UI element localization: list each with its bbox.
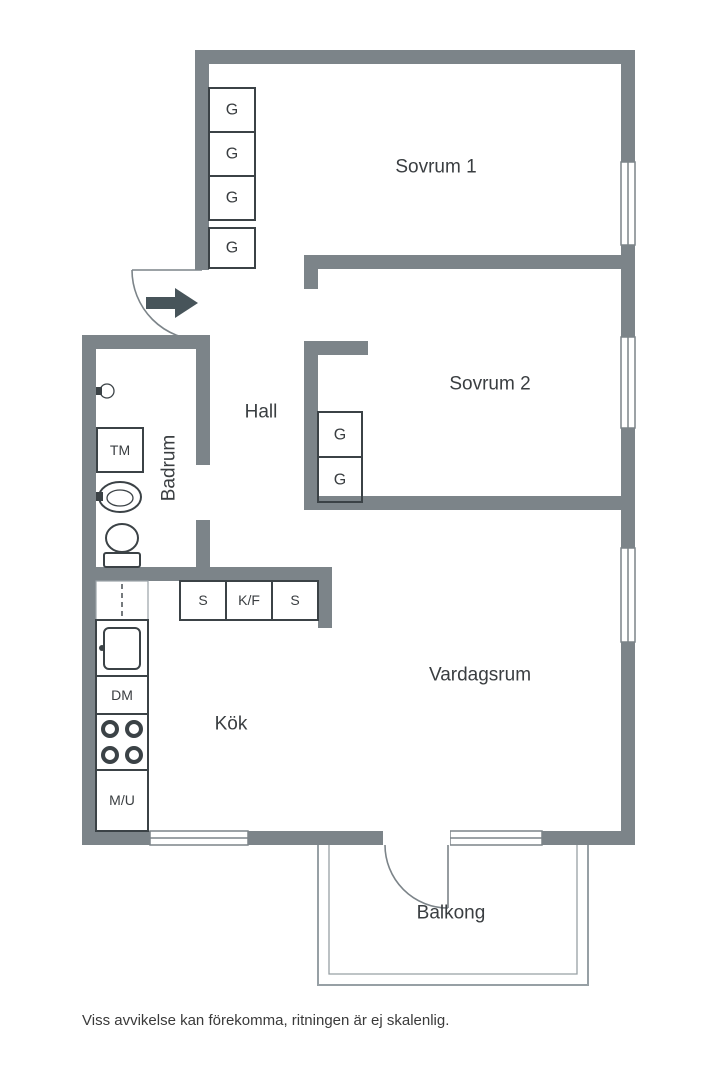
faucet-icon	[96, 387, 102, 395]
fridge-freezer-label: K/F	[238, 592, 260, 608]
dishwasher-label: DM	[111, 687, 133, 703]
wall-segment	[318, 341, 368, 355]
hall-wardrobes: G G G G	[208, 87, 256, 269]
wall-segment	[318, 581, 332, 628]
corner-basin-icon	[99, 383, 115, 399]
wardrobe-label: G	[226, 146, 238, 163]
kitchen-fixtures: DM M/U S K/F S	[95, 580, 319, 832]
stove-burner-icon	[101, 746, 119, 764]
room-label-hall: Hall	[245, 402, 278, 423]
cabinet-box	[271, 580, 319, 621]
wardrobe-label: G	[226, 190, 238, 207]
cabinet-label: S	[198, 592, 207, 608]
windows	[149, 161, 637, 847]
toilet-bowl-icon	[105, 523, 139, 553]
washbasin-inner-icon	[106, 489, 134, 507]
wardrobe-label: G	[226, 102, 238, 119]
room-label-balkong: Balkong	[417, 903, 486, 924]
wall-segment	[304, 496, 635, 510]
basin-faucet-icon	[96, 492, 103, 501]
balcony-outer-line	[317, 845, 589, 986]
balcony-door-arc	[384, 844, 449, 909]
wardrobe-label: G	[334, 472, 346, 489]
wall-segment	[621, 50, 635, 845]
wardrobe-box	[208, 175, 256, 221]
room-label-sovrum2: Sovrum 2	[449, 374, 530, 395]
entry-door-arc	[131, 269, 203, 341]
entry-arrow-icon	[146, 288, 198, 318]
stove-box	[95, 713, 149, 771]
cabinet-label: S	[290, 592, 299, 608]
stove-burner-icon	[101, 720, 119, 738]
room-label-vardagsrum: Vardagsrum	[429, 665, 531, 686]
wardrobe-box	[317, 456, 363, 503]
washbasin-icon	[98, 481, 142, 513]
wall-segment	[196, 335, 210, 465]
balcony-outline	[317, 845, 589, 986]
room-label-badrum: Badrum	[159, 435, 180, 502]
washing-machine-label: TM	[110, 442, 130, 458]
washing-machine-box	[96, 427, 144, 473]
wardrobe-label: G	[226, 240, 238, 257]
footer-disclaimer: Viss avvikelse kan förekomma, ritningen …	[82, 1012, 449, 1029]
room-labels: Sovrum 1 Sovrum 2 Hall Badrum Kök Vardag…	[159, 157, 532, 924]
kitchen-sink-basin	[103, 627, 141, 670]
stove-burner-icon	[125, 746, 143, 764]
micro-oven-box	[95, 769, 149, 832]
wall-segment	[195, 50, 635, 64]
toilet-tank-icon	[103, 552, 141, 568]
wall-segment	[196, 520, 210, 581]
wall-segment	[82, 335, 209, 349]
wall-segment	[96, 567, 332, 581]
wardrobe-box	[208, 227, 256, 269]
walls	[82, 50, 635, 845]
stove-burner-icon	[125, 720, 143, 738]
sink-faucet-icon	[99, 645, 105, 651]
wall-segment	[304, 255, 621, 269]
wall-segment	[82, 335, 96, 845]
balcony-door-gap	[383, 829, 450, 847]
micro-oven-label: M/U	[109, 792, 135, 808]
balcony-inner-line	[328, 845, 578, 975]
doors	[131, 269, 450, 909]
room-label-sovrum1: Sovrum 1	[395, 157, 476, 178]
wardrobe-label: G	[334, 427, 346, 444]
room-label-kok: Kök	[215, 714, 248, 735]
wall-segment	[304, 269, 318, 289]
wall-segment	[195, 50, 209, 270]
sovrum2-wardrobes: G G	[317, 411, 363, 503]
bathroom-fixtures: TM	[96, 383, 144, 568]
wall-segment	[304, 341, 318, 510]
